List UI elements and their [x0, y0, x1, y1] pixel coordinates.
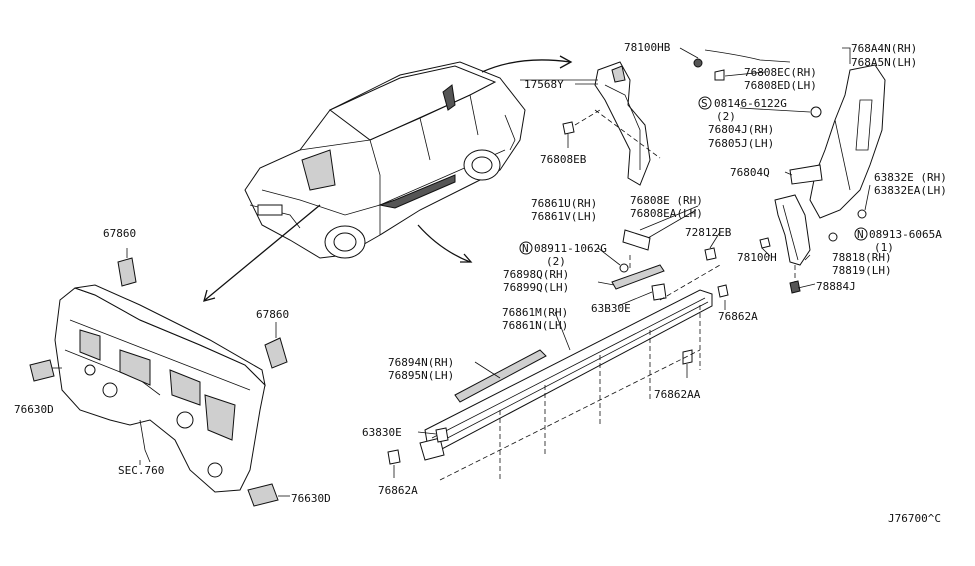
wire-76808ec — [704, 49, 791, 63]
dash-panel-assembly — [54, 284, 266, 493]
label-67860-b: 67860 — [256, 308, 289, 321]
label-63832ea: 63832EA(LH) — [874, 184, 947, 197]
label-63832e: 63832E (RH) — [874, 171, 947, 184]
label-08913: 08913-6065A — [869, 228, 942, 241]
label-768a4n: 768A4N(RH) — [851, 42, 917, 55]
label-08146-qty: (2) — [716, 110, 736, 123]
label-76808eb: 76808EB — [540, 153, 587, 166]
label-76808ea: 76808EA(LH) — [630, 207, 703, 220]
label-63830e: 63830E — [362, 426, 402, 439]
label-76808e: 76808E (RH) — [630, 194, 703, 207]
label-76861v: 76861V(LH) — [531, 210, 597, 223]
fender-protector — [809, 64, 886, 219]
pad-67860-a — [117, 257, 137, 287]
label-76861u: 76861U(RH) — [531, 197, 597, 210]
n-symbol-08911-label: N — [522, 242, 529, 255]
s-symbol-08146-label: S — [701, 97, 708, 110]
clip-76808eb — [562, 121, 575, 135]
clip-76808ed — [714, 69, 725, 81]
label-76861m: 76861M(RH) — [502, 306, 568, 319]
bolt-63832e — [857, 209, 867, 219]
nut-08911 — [619, 263, 629, 273]
label-78884j: 78884J — [816, 280, 856, 293]
label-76630d-a: 76630D — [14, 403, 54, 416]
clip-76862a-r — [717, 284, 729, 298]
s-symbol-08146 — [698, 96, 712, 110]
arrowhead-dash — [203, 289, 216, 302]
n-symbol-08911 — [519, 241, 533, 255]
label-76894n: 76894N(RH) — [388, 356, 454, 369]
sill-strip-76894n — [454, 349, 547, 403]
clip-78100hb — [693, 58, 703, 68]
label-76808ed: 76808ED(LH) — [744, 79, 817, 92]
label-63830e-top: 63B30E — [591, 302, 631, 315]
bolt-76862aa — [682, 349, 693, 365]
label-76630d-b: 76630D — [291, 492, 331, 505]
label-08913-qty: (1) — [874, 241, 894, 254]
n-symbol-08913-label: N — [857, 228, 864, 241]
diagram-id: J76700^C — [888, 512, 941, 525]
pillar-brace — [574, 61, 661, 186]
label-768a5n: 768A5N(LH) — [851, 56, 917, 69]
label-72812eb: 72812EB — [685, 226, 732, 239]
label-76861n: 76861N(LH) — [502, 319, 568, 332]
arrow-to-dash — [204, 204, 321, 301]
clip-78100h — [759, 237, 771, 249]
pad-76630d-a — [29, 359, 55, 382]
mudguard-78818 — [774, 194, 811, 266]
pad-67860-b — [264, 337, 288, 369]
label-76804j: 76804J(RH) — [708, 123, 774, 136]
label-76895n: 76895N(LH) — [388, 369, 454, 382]
side-sill-cover — [419, 289, 713, 461]
label-78818: 78818(RH) — [832, 251, 892, 264]
bracket-76804q — [789, 164, 823, 185]
arrowhead-sill — [460, 253, 473, 263]
pad-76630d-b — [247, 483, 279, 507]
clip-76862a-b — [387, 449, 401, 465]
n-symbol-08913 — [854, 227, 868, 241]
label-08911-qty: (2) — [546, 255, 566, 268]
arrowhead-top — [559, 55, 573, 69]
bracket-76861u — [622, 229, 651, 251]
label-76808ec: 76808EC(RH) — [744, 66, 817, 79]
label-08146: 08146-6122G — [714, 97, 787, 110]
label-78819: 78819(LH) — [832, 264, 892, 277]
grommet-63830e — [435, 427, 449, 443]
label-76898q: 76898Q(RH) — [503, 268, 569, 281]
clip-72812eb — [704, 247, 717, 261]
nut-08913 — [828, 232, 838, 242]
seal-76898q — [611, 264, 665, 290]
label-76805j: 76805J(LH) — [708, 137, 774, 150]
label-sec760: SEC.760 — [118, 464, 164, 477]
label-76862aa: 76862AA — [654, 388, 701, 401]
arrow-to-sill — [417, 224, 471, 263]
label-76899q: 76899Q(LH) — [503, 281, 569, 294]
part-labels: 67860 67860 76630D 76630D SEC.760 78100H… — [14, 41, 947, 525]
label-76862a-r: 76862A — [718, 310, 758, 323]
label-08911: 08911-1062G — [534, 242, 607, 255]
arrow-to-top-pillar — [481, 59, 571, 73]
clip-78884j — [789, 280, 801, 294]
label-67860-a: 67860 — [103, 227, 136, 240]
vehicle-illustration — [244, 61, 526, 259]
grommet-63830e-top — [651, 283, 667, 301]
bolt-08146 — [810, 106, 822, 118]
label-76862a-b: 76862A — [378, 484, 418, 497]
label-17568y: 17568Y — [524, 78, 564, 91]
label-78100hb: 78100HB — [624, 41, 671, 54]
label-76804q: 76804Q — [730, 166, 770, 179]
label-78100h: 78100H — [737, 251, 777, 264]
